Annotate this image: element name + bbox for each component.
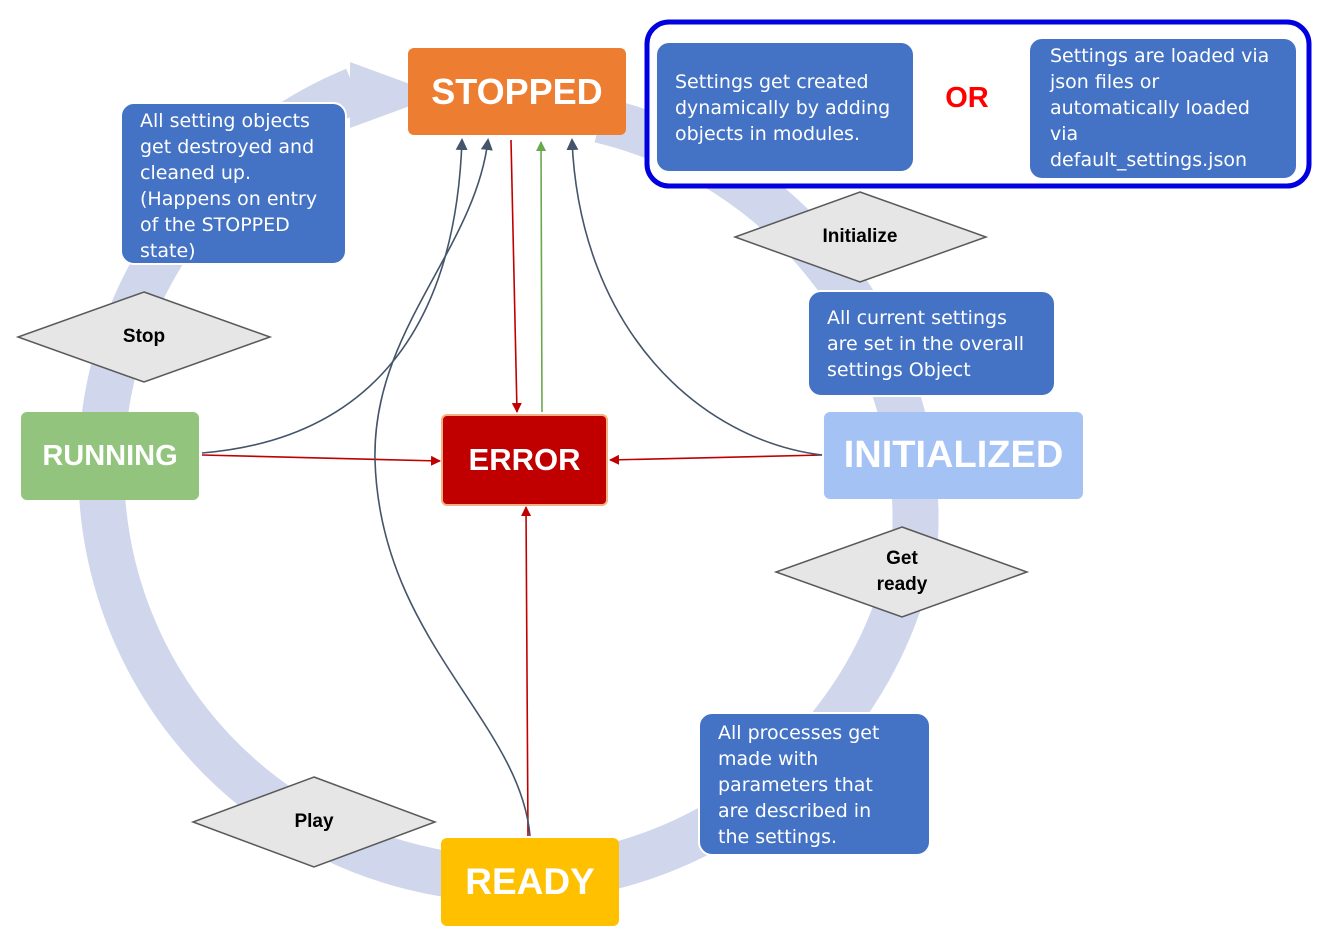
running-to-stopped-curve [201, 138, 468, 454]
settings-loaded-note: Settings are loaded via json files or au… [1028, 37, 1298, 180]
running-to-error-arrow [201, 454, 441, 466]
state-stopped: STOPPED [408, 48, 626, 135]
get-ready-decision [773, 526, 1030, 618]
initialize-transition-label: Initialize [822, 226, 898, 247]
play-decision [190, 776, 438, 868]
stop-transition-label: Stop [122, 326, 166, 347]
initialized-to-stopped-curve [566, 138, 823, 456]
processes-note: All processes get made with parameters t… [698, 712, 931, 856]
initialized-to-error-arrow [609, 454, 823, 465]
state-error: ERROR [441, 414, 608, 506]
current-settings-note: All current settings are set in the over… [807, 290, 1056, 397]
ready-to-error-arrow [521, 506, 532, 837]
play-transition-label: Play [294, 811, 334, 832]
stopped-to-error-arrow [510, 139, 522, 413]
destroy-settings-note: All setting objects get destroyed and cl… [120, 102, 347, 265]
error-to-stopped-arrow [536, 141, 547, 413]
initialize-decision [732, 191, 989, 283]
get-ready-transition-label: Get ready [876, 548, 928, 595]
ready-to-stopped-curve [374, 138, 531, 837]
state-ready: READY [441, 838, 619, 926]
cycle-arrowhead [350, 62, 440, 128]
stop-decision [15, 291, 273, 383]
state-running: RUNNING [21, 412, 199, 500]
state-initialized: INITIALIZED [824, 412, 1083, 499]
settings-created-note: Settings get created dynamically by addi… [655, 41, 915, 173]
or-label: OR [945, 82, 989, 114]
